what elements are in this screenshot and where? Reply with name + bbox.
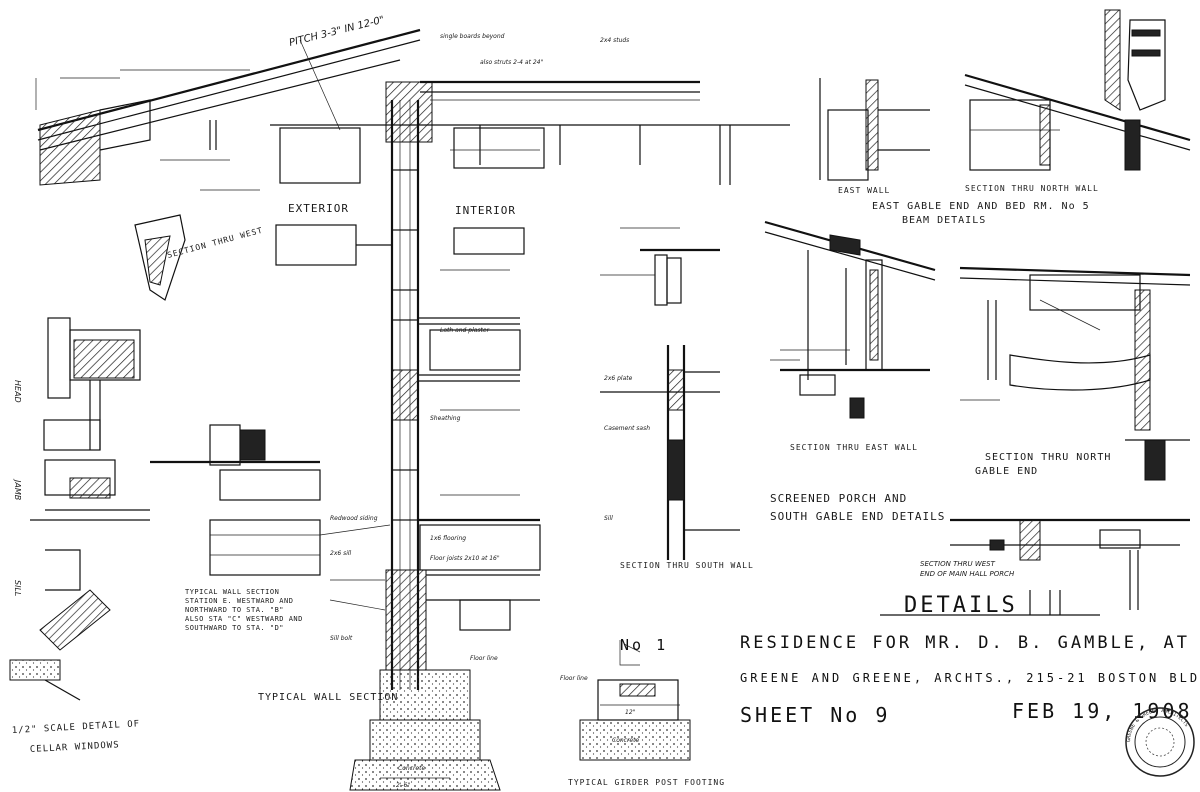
- screened-porch-label-line2: SOUTH GABLE END DETAILS: [770, 510, 945, 523]
- cellar-detail-line2: CELLAR WINDOWS: [30, 740, 120, 755]
- svg-text:2x6 plate: 2x6 plate: [604, 375, 633, 382]
- sheet-date: FEB 19, 1908: [1012, 699, 1193, 723]
- svg-text:HEAD: HEAD: [13, 380, 22, 403]
- typical-wall-note-block: TYPICAL WALL SECTION STATION E. WESTWARD…: [150, 424, 321, 632]
- north-gable-section: SECTION THRU NORTH GABLE END: [959, 266, 1191, 481]
- sheet-mark: No 1: [620, 636, 668, 654]
- east-gable-label-line1: EAST GABLE END AND BED RM. No 5: [872, 201, 1090, 212]
- svg-text:Sill: Sill: [604, 515, 613, 522]
- typical-wall-note: TYPICAL WALL SECTION STATION E. WESTWARD…: [185, 588, 303, 632]
- svg-text:Redwood siding: Redwood siding: [330, 515, 378, 522]
- svg-text:Lath and plaster: Lath and plaster: [440, 327, 490, 334]
- section-south-label: SECTION THRU SOUTH WALL: [620, 561, 754, 570]
- svg-text:Sill bolt: Sill bolt: [330, 635, 353, 642]
- svg-text:single boards beyond: single boards beyond: [440, 33, 505, 40]
- section-north-wall-label: SECTION THRU NORTH WALL: [965, 184, 1099, 193]
- details-heading: DETAILS: [904, 593, 1018, 618]
- svg-text:1x6 flooring: 1x6 flooring: [430, 535, 466, 542]
- girder-footing-detail: Concrete 12" Floor line TYPICAL GIRDER P…: [560, 640, 725, 787]
- svg-text:Floor line: Floor line: [470, 655, 498, 662]
- annotation-leaders: [319, 149, 1101, 611]
- interior-label: INTERIOR: [455, 204, 516, 217]
- svg-text:also struts 2-4 at 24": also struts 2-4 at 24": [480, 59, 543, 66]
- svg-text:Floor line: Floor line: [560, 675, 588, 682]
- svg-text:Floor joists 2x10 at 16": Floor joists 2x10 at 16": [430, 555, 500, 562]
- section-east-wall-label: SECTION THRU EAST WALL: [790, 443, 918, 452]
- svg-text:END OF MAIN HALL PORCH: END OF MAIN HALL PORCH: [920, 570, 1015, 578]
- svg-text:Sheathing: Sheathing: [430, 415, 461, 422]
- residence-title: RESIDENCE FOR MR. D. B. GAMBLE, AT PASAD…: [740, 633, 1200, 653]
- svg-text:Casement sash: Casement sash: [604, 425, 650, 432]
- svg-text:JAMB: JAMB: [13, 478, 22, 500]
- east-wall-label: EAST WALL: [838, 186, 890, 195]
- east-gable-details: EAST WALL SECTION THRU NORTH WALL EAST G…: [819, 9, 1191, 226]
- north-gable-label-line1: SECTION THRU NORTH: [985, 452, 1111, 463]
- exterior-label: EXTERIOR: [288, 202, 349, 215]
- typical-wall-section-drawing: Concrete 2'-6" EXTERIOR INTERIOR TYPICAL…: [258, 80, 790, 791]
- girder-footing-label: TYPICAL GIRDER POST FOOTING: [568, 778, 725, 787]
- screened-porch-label-line1: SCREENED PORCH AND: [770, 492, 907, 505]
- north-gable-label-line2: GABLE END: [975, 466, 1038, 477]
- south-wall-section: SECTION THRU SOUTH WALL 2x6 plate Caseme…: [600, 345, 754, 570]
- svg-text:12": 12": [625, 709, 636, 716]
- typical-wall-section-label: TYPICAL WALL SECTION: [258, 692, 398, 703]
- svg-text:SECTION THRU WEST: SECTION THRU WEST: [920, 560, 996, 568]
- svg-text:Concrete: Concrete: [612, 737, 639, 744]
- svg-text:2x6 sill: 2x6 sill: [330, 550, 352, 557]
- east-gable-label-line2: BEAM DETAILS: [902, 215, 986, 226]
- svg-text:2x4 studs: 2x4 studs: [600, 37, 629, 44]
- svg-text:Concrete: Concrete: [398, 765, 425, 772]
- sheet-number: SHEET No 9: [740, 703, 890, 727]
- architects-line: GREENE AND GREENE, ARCHTS., 215-21 BOSTO…: [740, 671, 1200, 685]
- title-block: No 1 RESIDENCE FOR MR. D. B. GAMBLE, AT …: [620, 633, 1200, 727]
- cellar-window-details: HEAD JAMB SILL 1/2" SCALE DETAIL OF CELL…: [9, 317, 150, 755]
- center-small-detail: [600, 227, 720, 306]
- screened-porch-detail: SCREENED PORCH AND SOUTH GABLE END DETAI…: [770, 492, 1190, 610]
- east-wall-porch-section: SECTION THRU EAST WALL: [764, 220, 936, 452]
- svg-text:SILL: SILL: [13, 580, 22, 596]
- svg-text:2'-6": 2'-6": [396, 782, 410, 789]
